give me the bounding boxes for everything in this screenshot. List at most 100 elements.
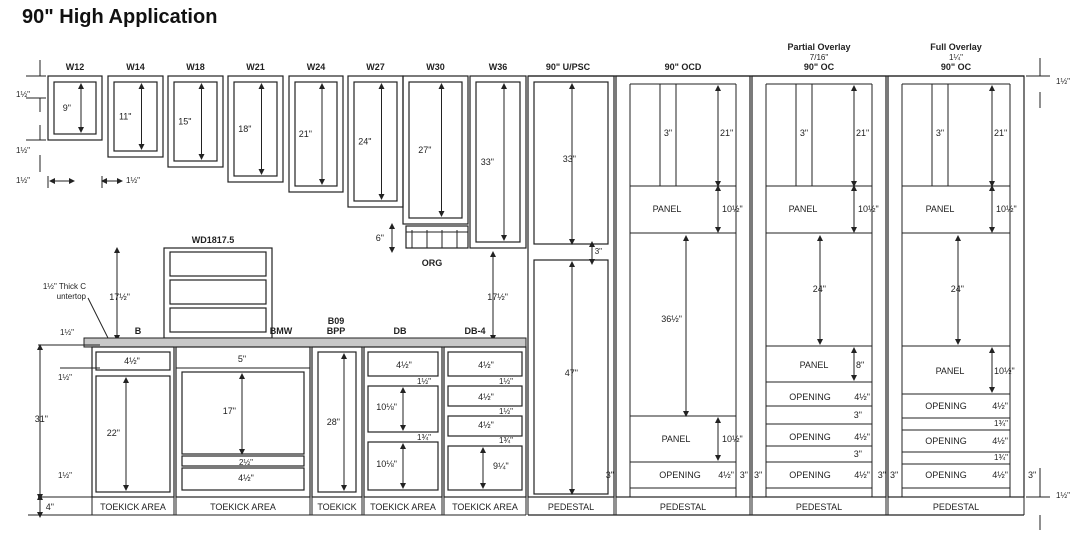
fo-opening2-h: 4½" xyxy=(992,436,1008,446)
wall-cabinet-1 xyxy=(107,75,164,158)
tall-header-sub-3: 1¼" xyxy=(949,53,963,62)
b-door-height: 22" xyxy=(107,428,120,438)
fo-panel2-h: 10½" xyxy=(994,366,1015,376)
ocd-side-l: 3" xyxy=(606,470,614,480)
fo-opening2: OPENING xyxy=(925,436,967,446)
wall-cabinet-5 xyxy=(347,75,404,208)
po-opening2: OPENING xyxy=(789,432,831,442)
db4-d3: 4½" xyxy=(478,420,494,430)
tall-panel-h-1: 10½" xyxy=(722,204,743,214)
base-cabinet-3 xyxy=(363,346,443,498)
db-g1: 1½" xyxy=(417,377,431,386)
po-side-l: 3" xyxy=(740,470,748,480)
base-label-db4: DB-4 xyxy=(464,326,485,336)
db-drawer-2 xyxy=(367,385,439,433)
wall-cabinet-label-0: W12 xyxy=(66,62,85,72)
tall-header-2: Partial Overlay xyxy=(787,42,850,52)
wall-cabinet-7 xyxy=(469,75,527,249)
fo-opening3: OPENING xyxy=(925,470,967,480)
wall-cabinet-label-4: W24 xyxy=(307,62,326,72)
fo-opening1-h: 4½" xyxy=(992,401,1008,411)
wall-cabinet-height-1: 11" xyxy=(119,112,132,122)
right-top-gap: 1½" xyxy=(1056,77,1070,86)
wall-cabinet-door-5 xyxy=(353,81,398,202)
wall-cabinet-door-0 xyxy=(53,81,97,135)
base-cabinet-footer-3: TOEKICK AREA xyxy=(370,502,436,512)
base-label-bmw: BMW xyxy=(270,326,293,336)
tall-upsc xyxy=(527,75,615,498)
db4-drawer-3 xyxy=(447,415,523,437)
tall-top-2: 21" xyxy=(856,128,869,138)
fo-opening3-h: 4½" xyxy=(992,470,1008,480)
bpp-height: 28" xyxy=(327,417,340,427)
countertop-gap: 17½" xyxy=(487,292,508,302)
wall-cabinet-door-3 xyxy=(233,81,278,177)
tall-header-3: Full Overlay xyxy=(930,42,982,52)
countertop-thickness: 1½" xyxy=(60,328,74,337)
db4-g2: 1½" xyxy=(499,407,513,416)
wall-cabinet-label-6: W30 xyxy=(426,62,445,72)
bmw-door xyxy=(181,371,305,455)
org-offset: 6" xyxy=(376,233,384,243)
fo-panel2: PANEL xyxy=(936,366,965,376)
bmw-d2: 17" xyxy=(223,406,236,416)
wd-shelf-1 xyxy=(169,279,267,305)
db-g2: 1¾" xyxy=(417,433,431,442)
right-bottom-gap: 1½" xyxy=(1056,491,1070,500)
countertop xyxy=(83,337,527,348)
fo-side-r: 3" xyxy=(1028,470,1036,480)
po-panel2: PANEL xyxy=(800,360,829,370)
wd-label: WD1817.5 xyxy=(192,235,235,245)
tall-footer-1: PEDESTAL xyxy=(660,502,706,512)
bmw-drawer xyxy=(181,467,305,491)
fo-opening1: OPENING xyxy=(925,401,967,411)
wall-cabinet-label-7: W36 xyxy=(489,62,508,72)
tall-label-1: 90" OCD xyxy=(665,62,702,72)
base-cabinet-0 xyxy=(91,346,175,498)
db4-drawer-2 xyxy=(447,385,523,407)
wall-cabinet-0 xyxy=(47,75,103,141)
db-drawer-1 xyxy=(367,351,439,377)
db-d1: 4½" xyxy=(396,360,412,370)
wd-shelf-0 xyxy=(169,251,267,277)
base-cabinet-footer-0: TOEKICK AREA xyxy=(100,502,166,512)
bmw-band xyxy=(181,455,305,467)
page-title: 90" High Application xyxy=(22,6,218,28)
wall-cabinet-6 xyxy=(402,75,469,225)
tall-panel-3: PANEL xyxy=(926,204,955,214)
db-d3: 10⅛" xyxy=(376,459,397,469)
base-cabinet-1 xyxy=(175,346,311,498)
base-bottom-gap: 1½" xyxy=(58,471,72,480)
po-panel2-h: 8" xyxy=(856,360,864,370)
tall-panel-2: PANEL xyxy=(789,204,818,214)
wall-cabinet-door-2 xyxy=(173,81,218,162)
tall-label-3: 90" OC xyxy=(941,62,972,72)
db4-d2: 4½" xyxy=(478,392,494,402)
ocd-side-r: 3" xyxy=(754,470,762,480)
db-d2: 10⅛" xyxy=(376,402,397,412)
base-cabinet-footer-2: TOEKICK xyxy=(317,502,356,512)
wall-cabinet-height-5: 24" xyxy=(358,137,371,147)
wd-height: 17½" xyxy=(109,292,130,302)
bpp-door xyxy=(317,351,357,493)
countertop-leader xyxy=(87,297,109,339)
po-opening2-h: 4½" xyxy=(854,432,870,442)
org-box xyxy=(405,225,469,249)
po-opening1-h: 4½" xyxy=(854,392,870,402)
wall-cabinet-label-2: W18 xyxy=(186,62,205,72)
tall-footer-3: PEDESTAL xyxy=(933,502,979,512)
wall-cabinet-height-2: 15" xyxy=(178,117,191,127)
base-cabinet-footer-4: TOEKICK AREA xyxy=(452,502,518,512)
fo-mid: 24" xyxy=(951,284,964,294)
ocd-panel2-h: 10½" xyxy=(722,434,743,444)
tall-label-2: 90" OC xyxy=(804,62,835,72)
upsc-footer: PEDESTAL xyxy=(548,502,594,512)
po-side-r: 3" xyxy=(890,470,898,480)
ocd-opening-h: 4½" xyxy=(718,470,734,480)
tall-panel-h-2: 10½" xyxy=(858,204,879,214)
wall-cabinet-label-5: W27 xyxy=(366,62,385,72)
countertop-note-1: 1½" Thick C xyxy=(43,282,86,291)
tall-footer-2: PEDESTAL xyxy=(796,502,842,512)
db4-drawer-1 xyxy=(447,351,523,377)
